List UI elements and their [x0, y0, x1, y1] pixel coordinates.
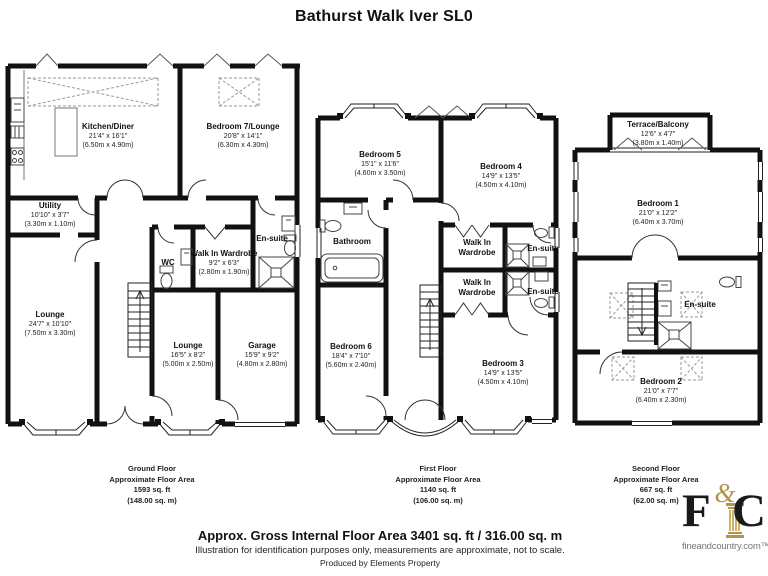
room-label-lounge-second: Lounge 16'5" x 8'2" (5.00m x 2.50m) [162, 341, 214, 368]
first-floor-plan [315, 103, 560, 437]
second-doors [599, 234, 679, 375]
room-label-walkin-wardrobe-ground: Walk In Wardrobe 9'2" x 6'3" (2.80m x 1.… [190, 249, 258, 276]
ground-chevron-opening-icons [35, 53, 283, 67]
ground-floor-plan [5, 53, 301, 436]
first-doors [365, 179, 552, 421]
first-stairs-icon [419, 284, 442, 358]
second-terrace-opening [610, 137, 710, 153]
room-label-terrace-balcony: Terrace/Balcony 12'6" x 4'7" (3.80m x 1.… [627, 120, 689, 147]
room-label-bedroom3: Bedroom 3 14'9" x 13'5" (4.50m x 4.10m) [477, 359, 529, 386]
room-label-wc: WC [161, 258, 175, 267]
ground-kitchen-fixtures [10, 70, 78, 180]
room-label-ensuite-second: En-suite [684, 300, 716, 309]
room-label-walkin-wardrobe-1: Walk In Wardrobe [458, 238, 496, 257]
logo-domain-text: fineandcountry.com™ [682, 541, 768, 552]
first-ensuite2-fixtures [505, 271, 555, 309]
room-label-utility: Utility 10'10" x 3'7" (3.30m x 1.10m) [24, 201, 76, 228]
fine-and-country-logo: F & C fineandcountry.com™ [682, 480, 768, 564]
logo-ampersand: & [714, 478, 736, 508]
second-ensuite-fixtures [657, 276, 742, 350]
room-label-kitchen-diner: Kitchen/Diner 21'4" x 16'1" (6.50m x 4.9… [81, 122, 135, 149]
room-label-bathroom: Bathroom [333, 237, 371, 246]
first-bay-windows [321, 103, 541, 437]
second-floor-caption: Second Floor Approximate Floor Area 667 … [613, 464, 699, 505]
second-stairs-icon [627, 282, 658, 345]
first-bay-corner-stubs [319, 113, 543, 422]
ground-walls [5, 63, 300, 427]
first-floor-caption: First Floor Approximate Floor Area 1140 … [395, 464, 481, 505]
first-chevron-opening-icons [414, 105, 472, 119]
page-title: Bathurst Walk Iver SL0 [294, 8, 474, 25]
room-label-ensuite-ground: En-suite [256, 234, 288, 243]
ground-doors [74, 179, 276, 425]
first-windows [315, 228, 560, 424]
room-label-ensuite-2: En-suite [527, 287, 559, 296]
ground-stairs-icon [127, 282, 153, 358]
logo-letter-c: C [732, 485, 766, 537]
second-floor-plan [572, 112, 764, 427]
logo-letter-f: F [682, 485, 711, 537]
ground-ensuite-fixtures [258, 215, 297, 289]
room-label-garage: Garage 15'9" x 9'2" (4.80m x 2.80m) [236, 341, 288, 368]
room-label-bedroom4: Bedroom 4 14'9" x 13'5" (4.50m x 4.10m) [475, 162, 527, 189]
ground-bay-corner-stubs [19, 419, 225, 425]
disclaimer-text: Illustration for identification purposes… [195, 545, 565, 556]
room-label-bedroom2: Bedroom 2 21'0" x 7'7" (6.40m x 2.30m) [635, 377, 687, 404]
ground-skylight-icons [27, 77, 260, 107]
room-label-ensuite-1: En-suite [527, 244, 559, 253]
second-walls [572, 112, 763, 426]
room-label-walkin-wardrobe-2: Walk In Wardrobe [458, 278, 496, 297]
room-label-bedroom7-lounge: Bedroom 7/Lounge 20'8" x 14'1" (6.30m x … [206, 122, 280, 149]
produced-by-text: Produced by Elements Property [319, 558, 441, 568]
ground-wc-fixtures [159, 248, 193, 289]
room-label-bedroom6: Bedroom 6 18'4" x 7'10" (5.60m x 2.40m) [325, 342, 377, 369]
ground-floor-caption: Ground Floor Approximate Floor Area 1593… [109, 464, 195, 505]
first-ensuite1-fixtures [505, 226, 555, 268]
ground-bay-windows [21, 421, 223, 436]
gross-area-total: Approx. Gross Internal Floor Area 3401 s… [197, 528, 563, 543]
first-walls [315, 115, 559, 423]
first-bathroom-fixtures [319, 202, 384, 283]
second-wardrobe-boxes [609, 291, 703, 381]
room-label-bedroom1: Bedroom 1 21'0" x 12'2" (6.40m x 3.70m) [632, 199, 684, 226]
room-label-lounge-main: Lounge 24'7" x 10'10" (7.50m x 3.30m) [24, 310, 76, 337]
second-windows [572, 162, 764, 427]
room-label-bedroom5: Bedroom 5 15'1" x 11'6" (4.60m x 3.50m) [354, 150, 406, 177]
